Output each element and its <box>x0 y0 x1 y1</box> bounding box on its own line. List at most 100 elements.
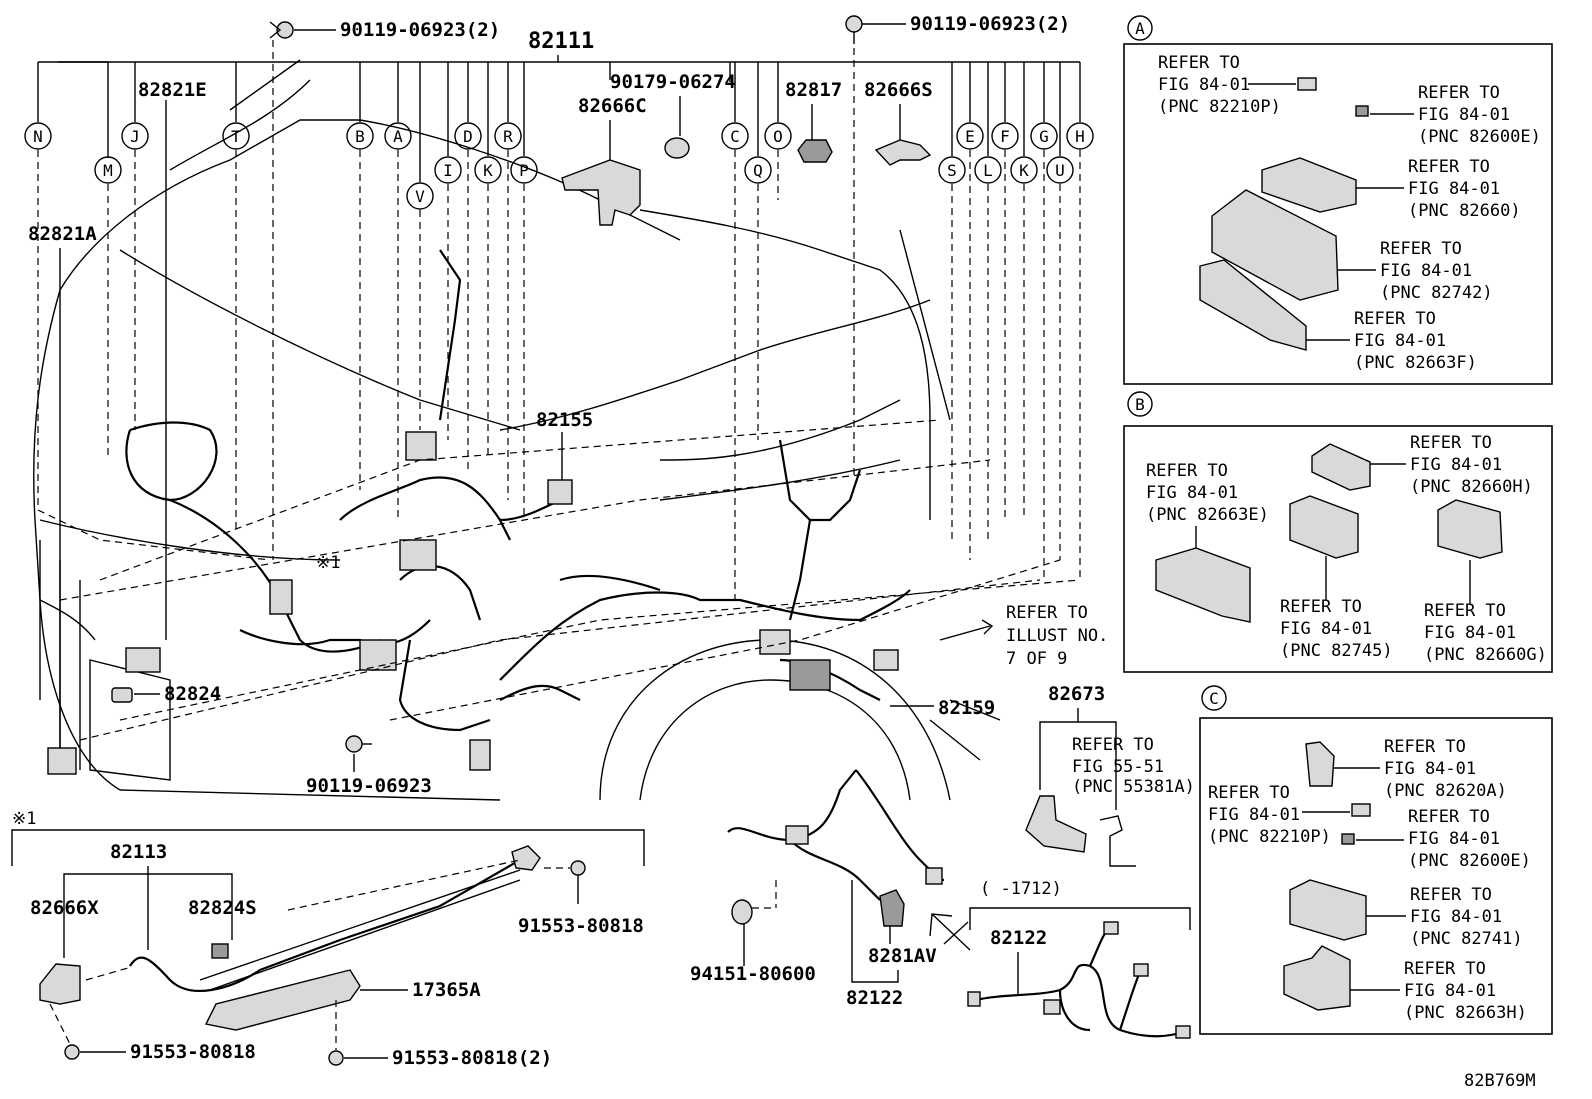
svg-text:REFER TO: REFER TO <box>1072 735 1154 755</box>
svg-text:REFER TO: REFER TO <box>1146 461 1228 481</box>
svg-text:FIG 84-01: FIG 84-01 <box>1410 455 1502 475</box>
svg-text:REFER TO: REFER TO <box>1408 807 1490 827</box>
callout-bubbles: N M J T B A V I D K R P C Q O S E L F K … <box>24 61 1094 600</box>
svg-text:91553-80818(2): 91553-80818(2) <box>392 1047 552 1069</box>
callout-T: T <box>222 62 250 530</box>
svg-text:D: D <box>463 127 473 146</box>
svg-text:G: G <box>1039 127 1049 146</box>
svg-text:※1: ※1 <box>12 809 36 829</box>
svg-text:U: U <box>1055 161 1065 180</box>
pn-82122-inset: 82122 <box>990 927 1047 949</box>
callout-P: P <box>510 62 538 520</box>
svg-text:90119-06923(2): 90119-06923(2) <box>910 13 1070 35</box>
pn-82111: 82111 <box>528 29 594 54</box>
callout-D: D <box>454 62 482 470</box>
svg-text:REFER TO: REFER TO <box>1424 601 1506 621</box>
pn-82673: 82673 <box>1048 683 1105 705</box>
svg-text:K: K <box>1019 161 1029 180</box>
callout-J: J <box>121 62 149 430</box>
harness-82111-wiring <box>47 249 911 775</box>
svg-text:FIG 84-01: FIG 84-01 <box>1380 261 1472 281</box>
callout-G: G <box>1030 62 1058 580</box>
svg-text:(PNC 82620A): (PNC 82620A) <box>1384 781 1507 801</box>
svg-text:REFER TO: REFER TO <box>1158 53 1240 73</box>
svg-text:J: J <box>130 127 140 146</box>
svg-text:FIG 84-01: FIG 84-01 <box>1384 759 1476 779</box>
callout-U: U <box>1046 62 1074 560</box>
svg-text:REFER TO: REFER TO <box>1404 959 1486 979</box>
svg-text:(PNC 82600E): (PNC 82600E) <box>1408 851 1531 871</box>
diagram-id: 82B769M <box>1464 1071 1536 1091</box>
svg-text:S: S <box>947 161 957 180</box>
panel-a: A REFER TO FIG 84-01 (PNC 82210P) REFER … <box>1123 15 1553 385</box>
svg-text:REFER TO: REFER TO <box>1354 309 1436 329</box>
svg-text:(PNC 82745): (PNC 82745) <box>1280 641 1393 661</box>
svg-text:91553-80818: 91553-80818 <box>130 1041 256 1063</box>
svg-text:7 OF 9: 7 OF 9 <box>1006 649 1067 669</box>
pn-82113: 82113 <box>110 841 167 863</box>
svg-text:REFER TO: REFER TO <box>1410 885 1492 905</box>
svg-text:(PNC 82742): (PNC 82742) <box>1380 283 1493 303</box>
svg-text:M: M <box>103 161 113 180</box>
callout-K-left: K <box>474 62 502 460</box>
svg-text:(PNC 82663H): (PNC 82663H) <box>1404 1003 1527 1023</box>
svg-text:(PNC 55381A): (PNC 55381A) <box>1072 777 1195 797</box>
main-labels: 82111 90119-06923(2) 90119-06923(2) 8282… <box>28 13 1108 797</box>
svg-text:(PNC 82663E): (PNC 82663E) <box>1146 505 1269 525</box>
svg-text:K: K <box>483 161 493 180</box>
svg-text:FIG 84-01: FIG 84-01 <box>1424 623 1516 643</box>
bolt-91553-bottom: 91553-80818(2) <box>328 1000 552 1069</box>
svg-text:REFER TO: REFER TO <box>1280 597 1362 617</box>
bracket-82673 <box>1025 795 1087 853</box>
svg-text:(PNC 82210P): (PNC 82210P) <box>1158 97 1281 117</box>
note-mark-1: ※1 <box>316 553 340 573</box>
dashed-leaders <box>37 419 1081 741</box>
pn-82122: 82122 <box>846 987 903 1009</box>
callout-S: S <box>938 62 966 540</box>
svg-text:REFER TO: REFER TO <box>1410 433 1492 453</box>
svg-text:( -1712): ( -1712) <box>980 879 1062 899</box>
svg-text:A: A <box>1135 19 1145 38</box>
svg-text:(PNC 82210P): (PNC 82210P) <box>1208 827 1331 847</box>
svg-text:B: B <box>1135 395 1145 414</box>
pn-82666X: 82666X <box>30 897 99 919</box>
pn-17365A: 17365A <box>412 979 481 1001</box>
wheel-section: 94151-80600 8281AV 82122 <box>690 769 971 1009</box>
callout-K-right: K <box>1010 62 1038 520</box>
svg-text:91553-80818: 91553-80818 <box>518 915 644 937</box>
callout-Q: Q <box>744 62 772 440</box>
svg-text:FIG 84-01: FIG 84-01 <box>1410 907 1502 927</box>
inset-82122: ( -1712) 82122 <box>967 879 1191 1039</box>
bolt-91553-left: 91553-80818 <box>49 1003 256 1063</box>
svg-text:E: E <box>965 127 975 146</box>
clip-82824 <box>111 687 133 703</box>
refer-illust: REFER TO ILLUST NO. 7 OF 9 <box>939 603 1108 669</box>
svg-text:(PNC 82600E): (PNC 82600E) <box>1418 127 1541 147</box>
pn-82824S: 82824S <box>188 897 257 919</box>
pn-82159: 82159 <box>938 697 995 719</box>
callout-C: C <box>721 62 749 600</box>
svg-text:FIG 84-01: FIG 84-01 <box>1408 829 1500 849</box>
callout-A: A <box>384 62 412 520</box>
svg-text:N: N <box>33 127 43 146</box>
svg-text:C: C <box>730 127 740 146</box>
callout-I: I <box>434 62 462 440</box>
pn-82155: 82155 <box>536 409 593 431</box>
callout-F: F <box>991 62 1019 520</box>
svg-text:P: P <box>519 161 529 180</box>
callout-V: V <box>406 62 434 430</box>
pn-8281AV: 8281AV <box>868 945 937 967</box>
pn-82666C: 82666C <box>578 95 647 117</box>
svg-text:F: F <box>1000 127 1010 146</box>
bolt-top-right: 90119-06923(2) <box>845 13 1070 480</box>
svg-text:FIG 84-01: FIG 84-01 <box>1280 619 1372 639</box>
svg-text:A: A <box>393 127 403 146</box>
clamp-82817 <box>797 139 833 163</box>
pn-82666S: 82666S <box>864 79 933 101</box>
grommet-94151 <box>731 899 753 925</box>
svg-text:(PNC 82663F): (PNC 82663F) <box>1354 353 1477 373</box>
callout-O: O <box>764 62 792 200</box>
svg-text:FIG 84-01: FIG 84-01 <box>1408 179 1500 199</box>
pn-82821E: 82821E <box>138 79 207 101</box>
bolt-top-left: 90119-06923(2) <box>269 19 500 560</box>
